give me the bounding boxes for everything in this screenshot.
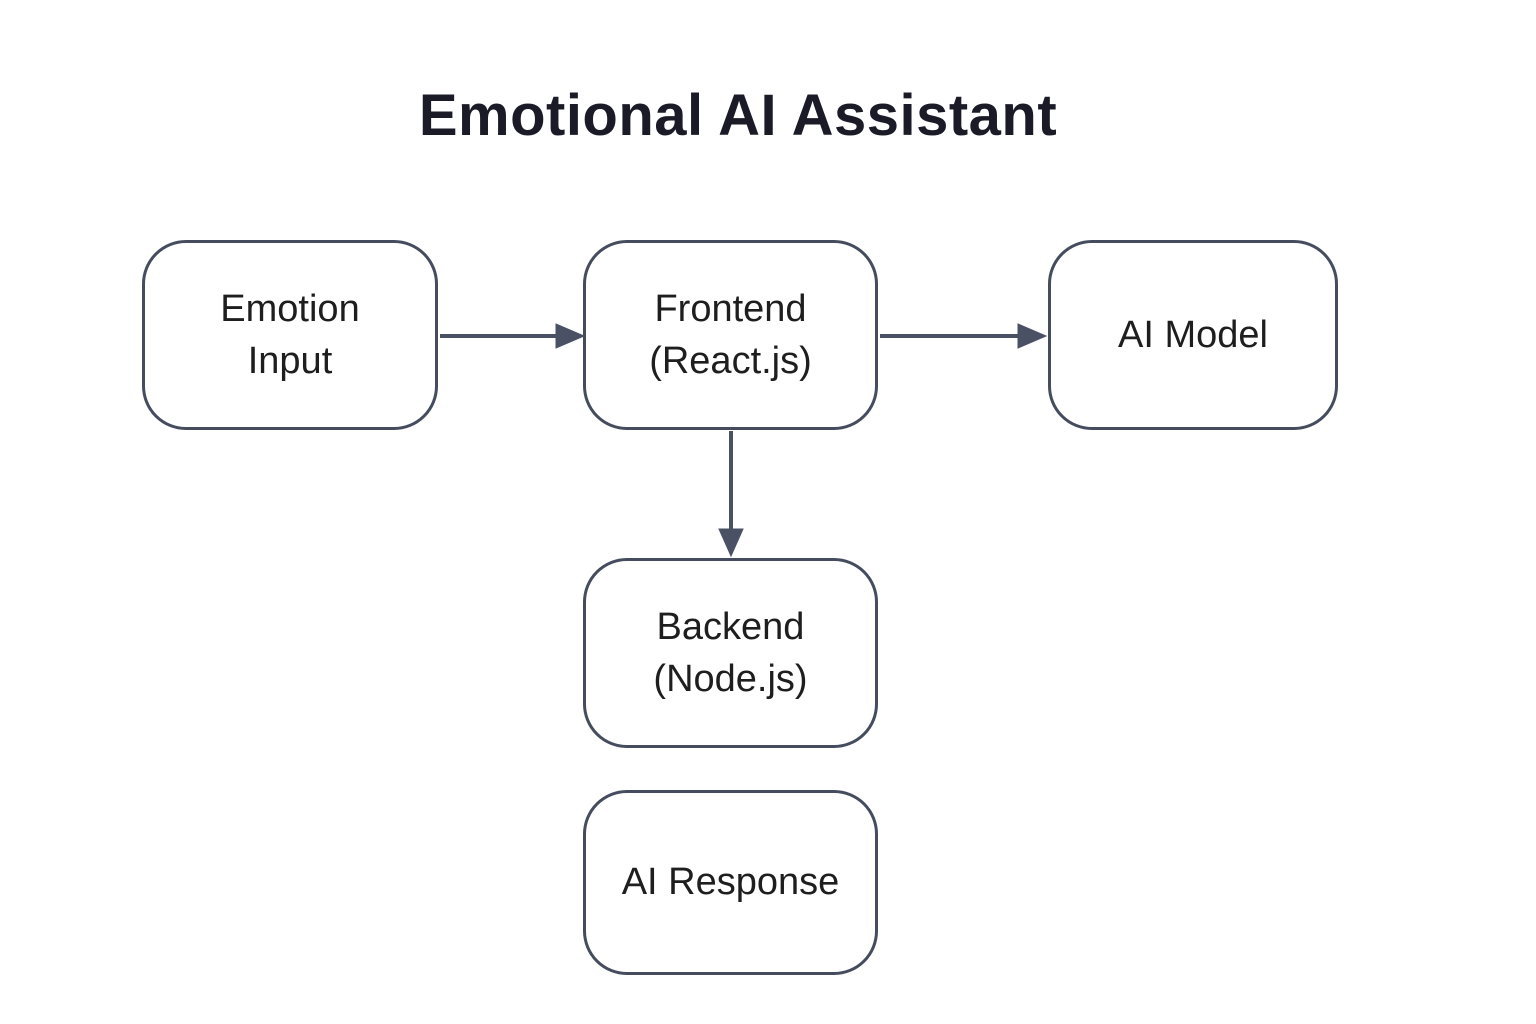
node-label-line: (React.js): [649, 340, 812, 382]
node-label-line: AI Model: [1118, 313, 1268, 356]
node-label-line: AI Response: [621, 861, 840, 904]
node-backend: Backend (Node.js): [583, 558, 878, 748]
node-label-line: Emotion: [220, 287, 360, 330]
node-label-line: Backend: [656, 605, 805, 648]
diagram-title: Emotional AI Assistant: [418, 83, 1058, 148]
arrow-frontend-to-ai-model: [880, 323, 1048, 349]
node-emotion-input: Emotion Input: [142, 240, 438, 430]
node-ai-model: AI Model: [1048, 240, 1338, 430]
node-ai-response: AI Response: [583, 790, 878, 975]
node-label-line: (Node.js): [653, 658, 808, 700]
node-label-line: Frontend: [654, 287, 807, 330]
node-frontend: Frontend (React.js): [583, 240, 878, 430]
arrow-frontend-to-backend: [718, 431, 744, 558]
node-label-line: Input: [247, 340, 333, 382]
arrow-emotion-input-to-frontend: [440, 323, 586, 349]
